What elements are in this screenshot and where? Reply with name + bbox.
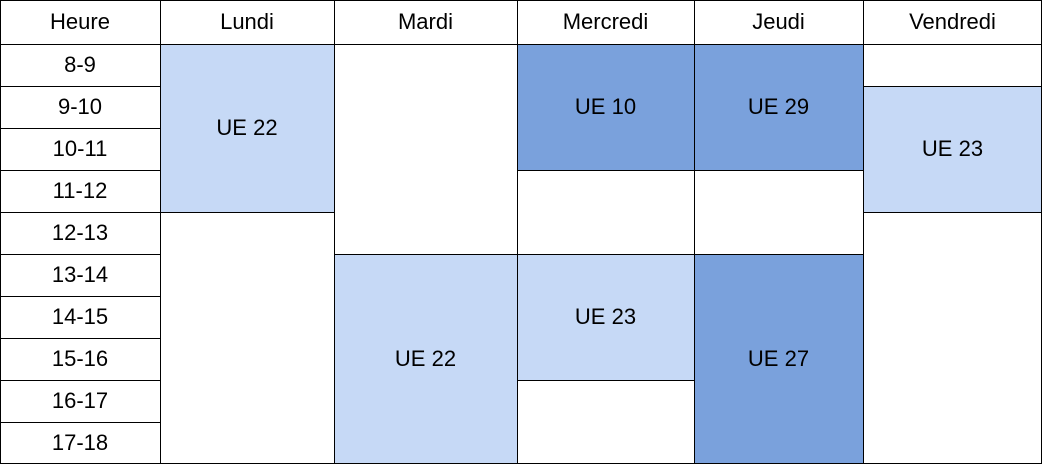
- hour-label: 15-16: [51, 346, 109, 371]
- course-label: UE 22: [216, 115, 278, 140]
- hour-divider-16-17: [0, 422, 160, 423]
- course-lundi-ue22: UE 22: [160, 44, 334, 212]
- jeudi-top-gap-line: [694, 170, 863, 171]
- mardi-morning-bottom-line: [334, 254, 517, 255]
- jeudi-midday-line: [694, 254, 863, 255]
- hour-label: 13-14: [51, 262, 109, 287]
- header-day-jeudi: Jeudi: [694, 0, 863, 44]
- hour-row-14-15: 14-15: [0, 296, 160, 338]
- course-jeudi-ue29: UE 29: [694, 44, 863, 170]
- header-day-mercredi: Mercredi: [517, 0, 694, 44]
- lundi-morning-bottom-line: [160, 212, 334, 213]
- hour-divider-12-13: [0, 254, 160, 255]
- course-label: UE 29: [747, 94, 810, 119]
- column-divider-lundi-mardi: [334, 0, 335, 464]
- hour-label: 12-13: [51, 220, 109, 245]
- vendredi-top-line: [863, 86, 1042, 87]
- hour-row-15-16: 15-16: [0, 338, 160, 380]
- course-mardi-ue22: UE 22: [334, 254, 517, 464]
- header-day-label: Mercredi: [562, 9, 649, 34]
- hour-label: 14-15: [51, 304, 109, 329]
- hour-label: 17-18: [51, 430, 109, 455]
- mercredi-top-gap-line: [517, 170, 694, 171]
- course-label: UE 27: [747, 346, 810, 371]
- hour-divider-15-16: [0, 380, 160, 381]
- hour-label: 11-12: [52, 178, 108, 203]
- header-day-label: Mardi: [397, 9, 453, 34]
- header-day-label: Vendredi: [909, 9, 996, 34]
- column-divider-jeudi-vendredi: [863, 0, 864, 464]
- hour-row-10-11: 10-11: [0, 128, 160, 170]
- header-row-divider: [0, 44, 1042, 45]
- hour-row-13-14: 13-14: [0, 254, 160, 296]
- course-vendredi-ue23: UE 23: [863, 86, 1042, 212]
- mercredi-midday-line: [517, 254, 694, 255]
- hour-row-8-9: 8-9: [0, 44, 160, 86]
- hour-label: 16-17: [51, 388, 109, 413]
- hour-row-17-18: 17-18: [0, 422, 160, 464]
- hour-divider-10-11: [0, 170, 160, 171]
- course-mercredi-ue10: UE 10: [517, 44, 694, 170]
- hour-label: 9-10: [57, 94, 103, 119]
- course-jeudi-ue27: UE 27: [694, 254, 863, 464]
- column-divider-hour-lundi: [160, 0, 161, 464]
- hour-divider-14-15: [0, 338, 160, 339]
- course-label: UE 23: [921, 136, 984, 161]
- course-label: UE 10: [574, 94, 637, 119]
- header-hour: Heure: [0, 0, 160, 44]
- column-divider-mercredi-jeudi: [694, 0, 695, 464]
- hour-divider-9-10: [0, 128, 160, 129]
- hour-label: 8-9: [64, 52, 96, 77]
- course-mercredi-ue23: UE 23: [517, 254, 694, 380]
- header-day-label: Lundi: [220, 9, 274, 34]
- header-day-label: Jeudi: [752, 9, 805, 34]
- header-hour-label: Heure: [50, 9, 110, 34]
- table-outer-left-border: [0, 0, 1, 464]
- hour-row-9-10: 9-10: [0, 86, 160, 128]
- table-outer-top-border: [0, 0, 1042, 1]
- vendredi-bottom-line: [863, 212, 1042, 213]
- hour-label: 10-11: [52, 136, 108, 161]
- hour-divider-13-14: [0, 296, 160, 297]
- column-divider-mardi-mercredi: [517, 0, 518, 464]
- header-day-lundi: Lundi: [160, 0, 334, 44]
- hour-row-16-17: 16-17: [0, 380, 160, 422]
- hour-divider-11-12: [0, 212, 160, 213]
- mercredi-afternoon-bottom-line: [517, 380, 694, 381]
- course-label: UE 22: [394, 346, 457, 371]
- hour-row-11-12: 11-12: [0, 170, 160, 212]
- course-label: UE 23: [574, 304, 637, 329]
- hour-row-12-13: 12-13: [0, 212, 160, 254]
- hour-divider-8-9: [0, 86, 160, 87]
- header-day-vendredi: Vendredi: [863, 0, 1042, 44]
- header-day-mardi: Mardi: [334, 0, 517, 44]
